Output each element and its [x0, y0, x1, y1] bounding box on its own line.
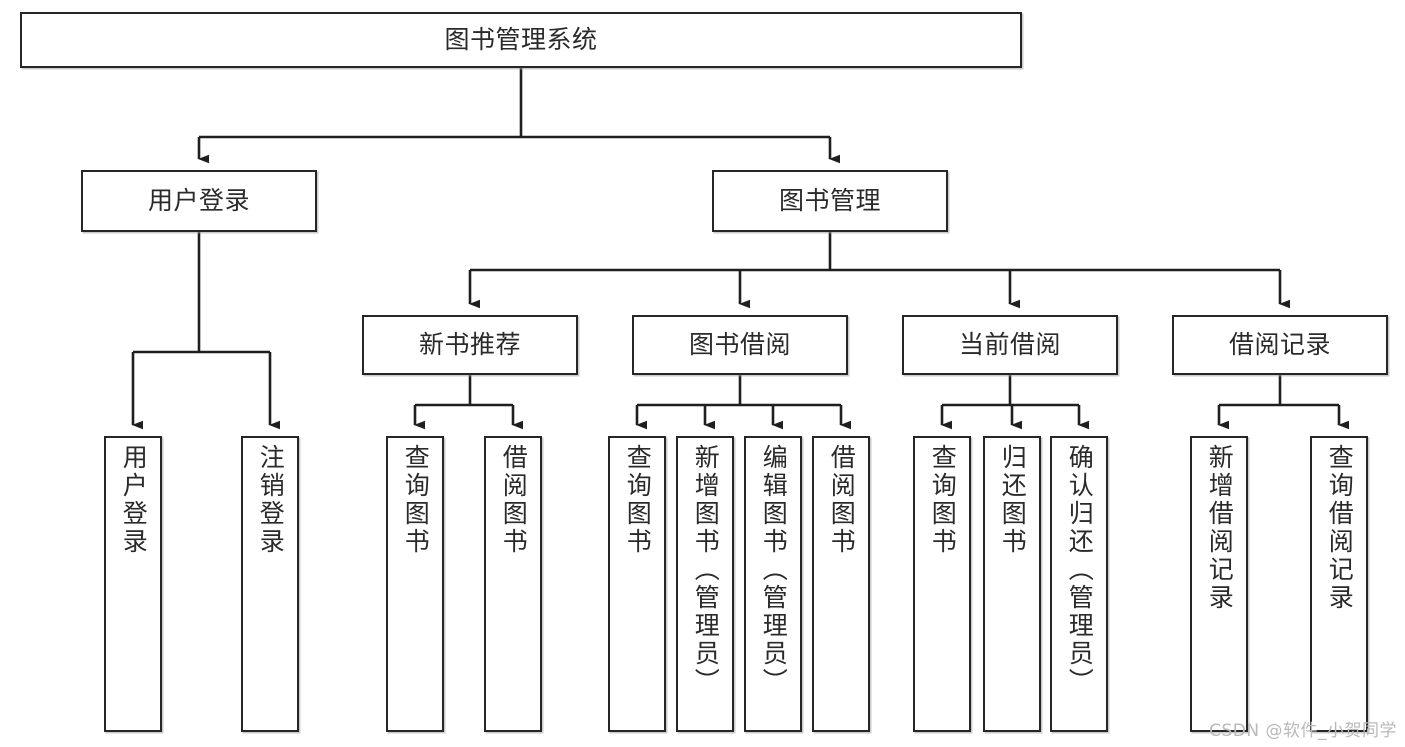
level3-node-4[interactable]: 借阅记录: [1172, 315, 1388, 375]
leaf-node-5[interactable]: 查询图书: [608, 436, 666, 732]
node-label: 当前借阅: [958, 330, 1061, 360]
node-label: 查询图书: [928, 444, 958, 556]
node-label: 图书管理: [778, 186, 881, 216]
leaf-node-1[interactable]: 用户登录: [104, 436, 162, 732]
node-label: 注销登录: [256, 444, 286, 556]
level2-node-1[interactable]: 用户登录: [81, 170, 317, 232]
node-label: 归还图书: [998, 444, 1028, 556]
node-label: 新增借阅记录: [1205, 444, 1235, 612]
node-label: 借阅图书: [827, 444, 857, 556]
level3-node-2[interactable]: 图书借阅: [632, 315, 848, 375]
node-label: 新书推荐: [418, 330, 521, 360]
node-label: 编辑图书（管理员）: [759, 444, 789, 696]
root-node-book-management-system[interactable]: 图书管理系统: [20, 12, 1022, 68]
leaf-node-9[interactable]: 查询图书: [913, 436, 971, 732]
leaf-node-13[interactable]: 查询借阅记录: [1310, 436, 1368, 732]
level2-node-2[interactable]: 图书管理: [712, 170, 948, 232]
leaf-node-8[interactable]: 借阅图书: [812, 436, 870, 732]
node-label: 图书借阅: [688, 330, 791, 360]
node-label: 查询图书: [401, 444, 431, 556]
level3-node-3[interactable]: 当前借阅: [902, 315, 1118, 375]
leaf-node-12[interactable]: 新增借阅记录: [1190, 436, 1248, 732]
node-label: 新增图书（管理员）: [691, 444, 721, 696]
leaf-node-10[interactable]: 归还图书: [983, 436, 1041, 732]
node-label: 借阅记录: [1228, 330, 1331, 360]
leaf-node-2[interactable]: 注销登录: [241, 436, 299, 732]
node-label: 查询图书: [623, 444, 653, 556]
node-label: 用户登录: [147, 186, 250, 216]
leaf-node-7[interactable]: 编辑图书（管理员）: [744, 436, 802, 732]
node-label: 查询借阅记录: [1325, 444, 1355, 612]
leaf-node-6[interactable]: 新增图书（管理员）: [676, 436, 734, 732]
node-label: 用户登录: [119, 444, 149, 556]
csdn-watermark: CSDN @软件_小贺同学: [1209, 721, 1397, 741]
leaf-node-3[interactable]: 查询图书: [386, 436, 444, 732]
leaf-node-4[interactable]: 借阅图书: [484, 436, 542, 732]
node-label: 图书管理系统: [444, 25, 598, 55]
leaf-node-11[interactable]: 确认归还（管理员）: [1050, 436, 1108, 732]
node-label: 借阅图书: [499, 444, 529, 556]
node-label: 确认归还（管理员）: [1065, 444, 1095, 696]
level3-node-1[interactable]: 新书推荐: [362, 315, 578, 375]
